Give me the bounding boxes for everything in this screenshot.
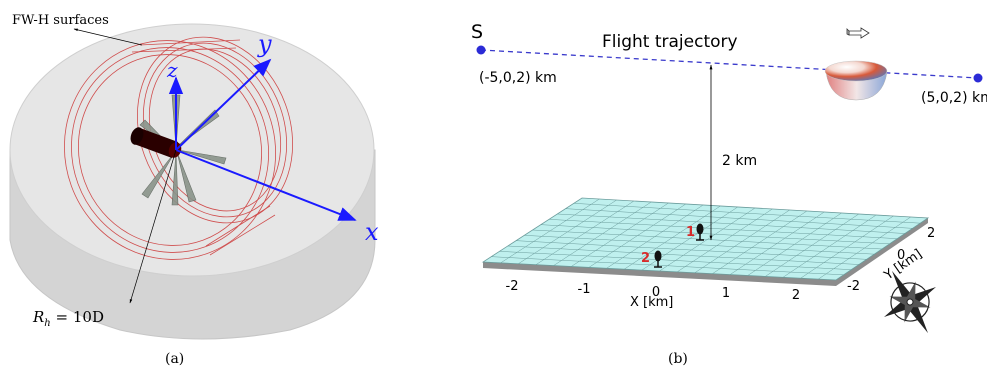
blade-3 [177, 149, 227, 165]
y-tick-label: -2 [847, 279, 860, 294]
start-point [476, 45, 486, 55]
fwh-surface-2 [71, 47, 269, 253]
nacelle-body [134, 128, 178, 158]
caption-b: (b) [668, 351, 688, 367]
bowl-rim [824, 60, 888, 82]
fwh-surface-4 [136, 36, 294, 224]
flight-trajectory-line [480, 49, 979, 79]
x-tick-label: -1 [578, 282, 591, 297]
directivity-bowl [824, 60, 888, 101]
fwh-surface-1 [64, 40, 276, 260]
trajectory-label: Flight trajectory [602, 32, 738, 52]
y-tick-label: 2 [927, 226, 935, 241]
grid-line [532, 229, 883, 250]
fwh-connector-bottom [205, 205, 276, 256]
axis-y-label: y [257, 30, 272, 58]
blade-7 [171, 151, 179, 206]
axis-z-label: z [166, 58, 178, 82]
compass-center [906, 298, 914, 306]
coordinate-axes [168, 58, 357, 221]
grid-line [499, 251, 852, 270]
y-axis-ticks: 2 0 -2 [847, 226, 935, 294]
computational-domain [9, 23, 376, 340]
radius-leader [129, 149, 177, 304]
x-axis-label: X [km] [630, 295, 673, 310]
fwh-surface-5 [142, 42, 288, 218]
x-tick-label: 2 [792, 288, 800, 303]
grid-line [548, 219, 898, 239]
grid-line [491, 256, 844, 276]
grid-line [540, 224, 890, 245]
caption-a: (a) [165, 351, 184, 367]
x-axis-ticks: -2 -1 0 1 2 [506, 279, 801, 303]
x-tick-label: 0 [652, 285, 660, 300]
mic-2-stand [654, 261, 662, 268]
altitude-label: 2 km [722, 153, 757, 169]
grid-line [515, 240, 867, 260]
grid-line [507, 245, 860, 265]
grid-line [524, 235, 875, 255]
compass-ring [890, 282, 930, 322]
x-tick-label: 1 [722, 286, 730, 301]
x-tick-label: -2 [506, 279, 519, 294]
mic-1-stand [696, 234, 704, 241]
grid-line [573, 203, 921, 224]
mic-2-label: 2 [641, 251, 650, 266]
fwh-surface-3 [78, 54, 262, 246]
grid-line [565, 208, 913, 229]
panel-b: 2 km Flight trajectory S (-5,0,2) km (5,… [471, 21, 987, 367]
ground-side [483, 218, 928, 286]
nacelle-front [130, 127, 144, 145]
blade-5 [141, 151, 176, 199]
end-point [973, 73, 983, 83]
microphone-2 [654, 250, 662, 268]
grid-line [557, 213, 906, 234]
domain-top [9, 23, 375, 277]
microphone-1 [696, 223, 704, 241]
mic-1-head [696, 223, 704, 235]
axis-y-arrow [175, 58, 272, 151]
radius-label: Rh = 10D [32, 308, 104, 329]
y-tick-label: 0 [897, 248, 905, 263]
mic-1-label: 1 [686, 225, 695, 240]
axis-x-label: x [365, 218, 379, 246]
axis-x-arrow [175, 149, 357, 221]
panel-a: x y z FW-H surfaces Rh = 10D (a) [9, 13, 379, 367]
fwh-connector-top [131, 39, 241, 53]
mic-2-head [654, 250, 662, 262]
start-letter: S [471, 21, 483, 43]
ground-grid [491, 198, 921, 280]
direction-arrow-icon [846, 27, 870, 39]
fwh-leader [73, 28, 143, 46]
compass-rose-icon [884, 270, 936, 334]
start-coords: (-5,0,2) km [479, 70, 557, 86]
fwh-label: FW-H surfaces [12, 13, 109, 28]
ground-plane [481, 197, 930, 286]
end-coords: (5,0,2) km [921, 90, 987, 106]
blade-4 [176, 151, 197, 203]
